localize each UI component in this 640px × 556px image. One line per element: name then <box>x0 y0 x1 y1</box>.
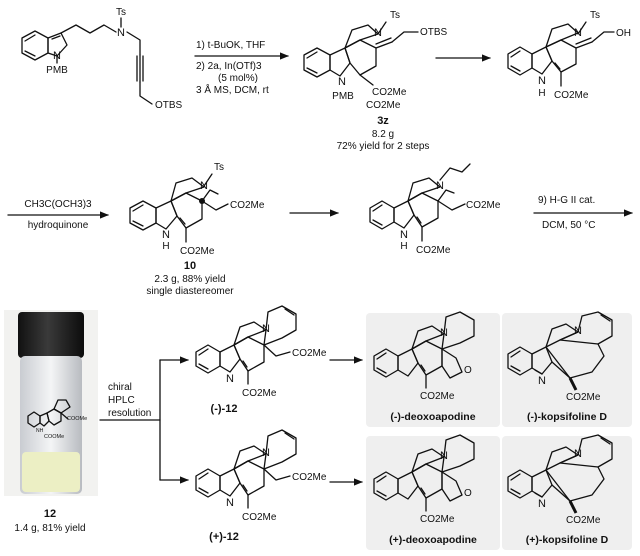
m12-label: (-)-12 <box>211 403 238 415</box>
c10-yield: 2.3 g, 88% yield <box>154 274 225 285</box>
km-n: N <box>574 325 582 337</box>
p2-h: H <box>538 88 545 99</box>
resolution-line-1: chiral <box>108 382 132 393</box>
compound-plus-12: N CO2Me N CO2Me (+)-12 <box>195 429 327 543</box>
3z-yield: 72% yield for 2 steps <box>337 141 430 152</box>
dm-co2me: CO2Me <box>420 391 455 402</box>
kp-label: (+)-kopsifoline D <box>526 534 609 546</box>
p2-oh: OH <box>616 28 631 39</box>
compound-allylic-alcohol: OH N Ts N H CO2Me <box>507 10 631 101</box>
rcm-bottom: DCM, 50 °C <box>542 220 595 231</box>
3z-ts: Ts <box>390 10 400 21</box>
kp-n: N <box>574 448 582 460</box>
deoxoapodine-minus: O N CO2Me (-)-deoxoapodine <box>373 311 476 423</box>
arrow3-top: CH3C(OCH3)3 <box>24 199 92 210</box>
c10-co2me: CO2Me <box>180 246 215 257</box>
vial-cooMe-a: COOMe <box>67 416 87 422</box>
p2-co2me: CO2Me <box>554 90 589 101</box>
kopsifoline-plus: N N CO2Me (+)-kopsifoline D <box>507 434 613 546</box>
p12-co2me: CO2Me <box>242 512 277 523</box>
sm-otbs-label: OTBS <box>155 100 183 111</box>
kp-n-indolenine: N <box>538 498 546 510</box>
card-kops-minus <box>502 313 632 427</box>
3z-otbs: OTBS <box>420 27 448 38</box>
m12-co2me-side: CO2Me <box>292 348 327 359</box>
cmpd12-yield: 1.4 g, 81% yield <box>14 523 85 534</box>
al-co2me-side: CO2Me <box>466 200 501 211</box>
kp-co2me: CO2Me <box>566 515 601 526</box>
resolution-line-3: resolution <box>108 408 151 419</box>
3z-id: 3z <box>377 115 389 127</box>
dp-n: N <box>440 450 448 462</box>
sm-pmb-label: PMB <box>46 65 68 76</box>
condition-line-3: (5 mol%) <box>218 73 258 84</box>
km-label: (-)-kopsifoline D <box>527 411 607 423</box>
dm-o: O <box>464 365 472 376</box>
vial-cap <box>18 312 84 358</box>
vial-powder <box>22 452 80 492</box>
cmpd12-id: 12 <box>44 508 56 520</box>
arrow1-conditions: 1) t-BuOK, THF 2) 2a, In(OTf)3 (5 mol%) … <box>196 40 269 96</box>
c10-id: 10 <box>184 260 196 272</box>
p12-nh: N <box>226 497 234 509</box>
al-n: N <box>436 180 444 192</box>
p2-n: N <box>538 75 546 87</box>
3z-pmb: PMB <box>332 91 354 102</box>
km-n-indolenine: N <box>538 375 546 387</box>
resolution-line-2: HPLC <box>108 395 135 406</box>
compound-10: N Ts CO2Me N H CO2Me 10 2.3 g, 88% yield… <box>129 162 265 297</box>
c10-ts: Ts <box>214 162 224 173</box>
dp-label: (+)-deoxoapodine <box>389 534 477 546</box>
3z-n-top: N <box>374 27 382 39</box>
km-co2me: CO2Me <box>566 392 601 403</box>
resolution-fork: chiral HPLC resolution <box>99 356 189 484</box>
dp-o: O <box>464 488 472 499</box>
p12-co2me-side: CO2Me <box>292 472 327 483</box>
3z-co2me-a: CO2Me <box>372 87 407 98</box>
3z-co2me-b: CO2Me <box>366 100 401 111</box>
c10-note: single diastereomer <box>146 286 234 297</box>
m12-nh: N <box>226 373 234 385</box>
deoxoapodine-plus: O N CO2Me (+)-deoxoapodine <box>373 434 477 546</box>
compound-3z: OTBS N Ts N PMB CO2Me CO2Me 3z 8.2 g 72%… <box>303 10 448 152</box>
dm-n: N <box>440 327 448 339</box>
m12-n: N <box>262 323 270 335</box>
rcm-top: 9) H-G II cat. <box>538 195 595 206</box>
al-co2me: CO2Me <box>416 245 451 256</box>
starting-material: N PMB N Ts OTBS <box>21 7 183 111</box>
vial-label-drawing: COOMe COOMe NH <box>27 399 87 440</box>
c10-h: H <box>162 241 169 252</box>
vial-nh: NH <box>36 428 44 434</box>
c10-co2me-side: CO2Me <box>230 200 265 211</box>
sm-n-label: N <box>53 50 61 62</box>
kopsifoline-minus: N N CO2Me (-)-kopsifoline D <box>507 311 613 423</box>
compound-n-allyl: N CO2Me N H CO2Me <box>369 163 501 256</box>
condition-line-2: 2) 2a, In(OTf)3 <box>196 61 262 72</box>
card-kops-plus <box>502 436 632 550</box>
3z-mass: 8.2 g <box>372 129 394 140</box>
card-deoxo-plus <box>366 436 500 550</box>
condition-line-1: 1) t-BuOK, THF <box>196 40 265 51</box>
dp-co2me: CO2Me <box>420 514 455 525</box>
al-h: H <box>400 241 407 252</box>
sm-n2-label: N <box>117 27 125 39</box>
p2-ts: Ts <box>590 10 600 21</box>
vial-cooMe-b: COOMe <box>44 434 64 440</box>
card-deoxo-minus <box>366 313 500 427</box>
3z-n-indoline: N <box>338 76 346 88</box>
compound-minus-12: N CO2Me N CO2Me (-)-12 <box>195 305 327 415</box>
vial-photo: COOMe COOMe NH <box>4 310 98 496</box>
p12-label: (+)-12 <box>209 531 239 543</box>
p12-n: N <box>262 447 270 459</box>
dm-label: (-)-deoxoapodine <box>390 411 475 423</box>
sm-ts-label: Ts <box>116 7 126 18</box>
al-nh: N <box>400 229 408 241</box>
m12-co2me: CO2Me <box>242 388 277 399</box>
condition-line-4: 3 Å MS, DCM, rt <box>196 83 269 96</box>
c10-nh: N <box>162 229 170 241</box>
arrow3-bottom: hydroquinone <box>28 220 89 231</box>
